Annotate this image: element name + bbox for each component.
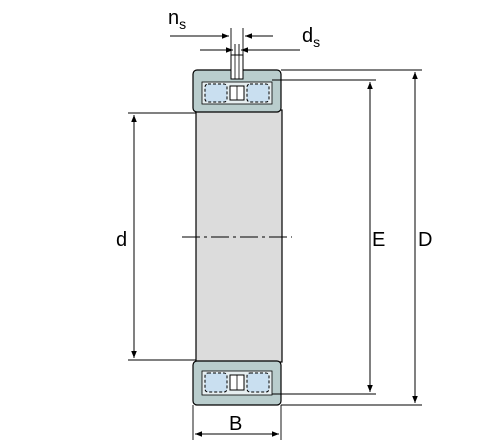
bottom-roller-left xyxy=(204,372,228,393)
bottom-roller-right xyxy=(246,372,270,393)
d-label: d xyxy=(116,229,127,251)
E-label: E xyxy=(372,229,385,251)
ns-label: ns xyxy=(168,7,186,32)
ds-label: ds xyxy=(302,25,320,50)
top-roller-left xyxy=(204,83,228,103)
B-label: B xyxy=(229,413,242,435)
top-roller-right xyxy=(246,83,270,103)
bore-body xyxy=(195,109,283,363)
D-label: D xyxy=(418,229,432,251)
bottom-ring-section xyxy=(192,360,282,406)
lubrication-hole xyxy=(230,54,244,80)
top-ring-section xyxy=(192,69,282,113)
